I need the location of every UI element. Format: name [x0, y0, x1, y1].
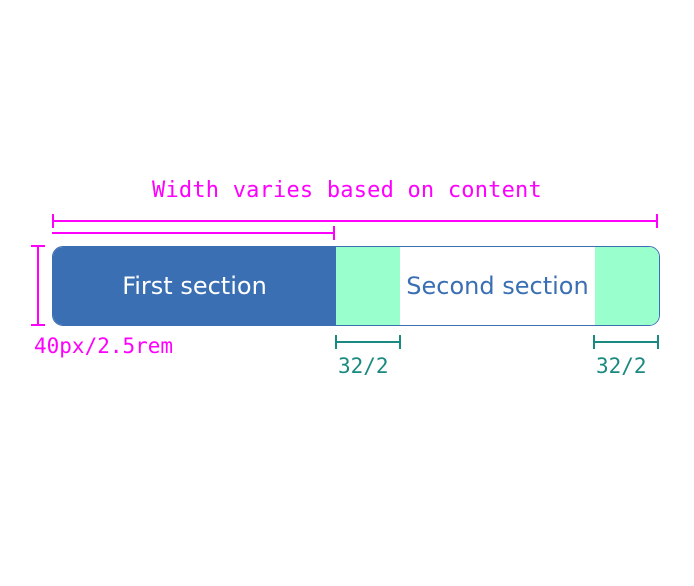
width-annotation-label: Width varies based on content [152, 178, 542, 203]
height-top-tick [31, 245, 45, 247]
first-section-width-right-tick [333, 226, 335, 240]
total-width-right-tick [656, 214, 658, 228]
padding-left-label: 32/2 [338, 354, 389, 378]
content-switcher: First section Second section [52, 246, 660, 326]
second-section-padding-left [336, 247, 400, 325]
total-width-dimension-line [52, 220, 658, 222]
height-dimension-line [37, 246, 39, 326]
padding-left-dimension [335, 335, 401, 349]
padding-right-label: 32/2 [596, 354, 647, 378]
height-label: 40px/2.5rem [34, 334, 174, 358]
first-section-button[interactable]: First section [53, 247, 336, 325]
padding-right-dimension [593, 335, 659, 349]
first-section-width-line [52, 232, 335, 234]
second-section-padding-right [595, 247, 659, 325]
height-bottom-tick [31, 324, 45, 326]
total-width-left-tick [52, 214, 54, 228]
second-section-button[interactable]: Second section [406, 272, 589, 300]
